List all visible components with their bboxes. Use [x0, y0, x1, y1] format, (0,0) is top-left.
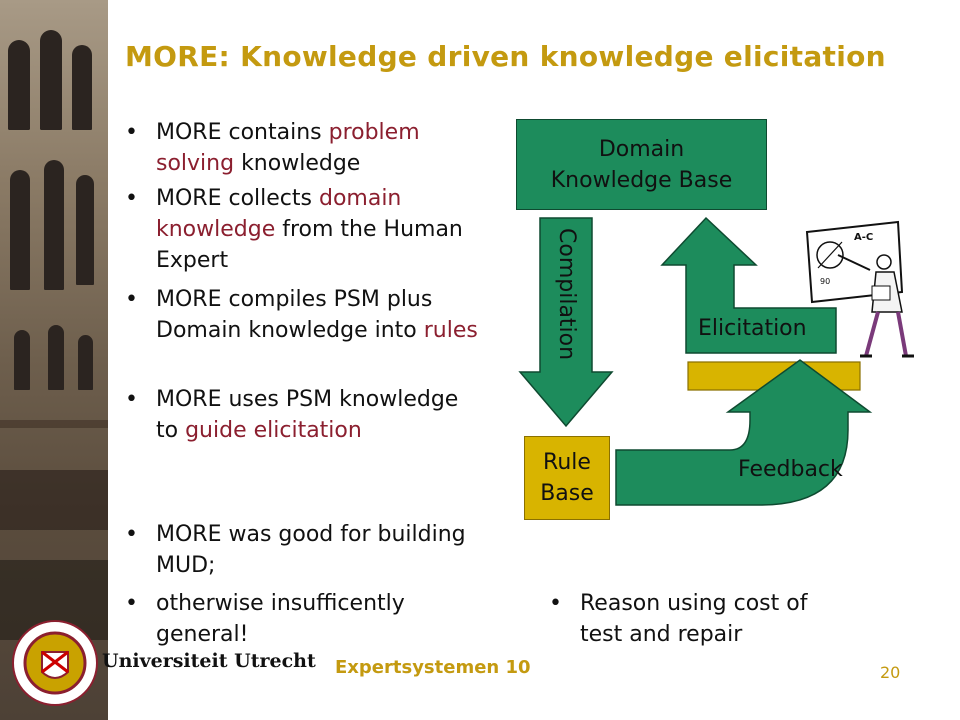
presenter-illustration	[805, 220, 914, 358]
bullet-3: •MORE compiles PSM plus Domain knowledge…	[125, 284, 485, 346]
tower-photo	[0, 0, 108, 720]
plain-text: MORE compiles PSM plus Domain knowledge …	[156, 287, 433, 343]
university-seal-logo	[12, 620, 98, 706]
slide-title: MORE: Knowledge driven knowledge elicita…	[125, 40, 886, 73]
highlight-text: problem solving	[156, 120, 420, 176]
plain-text: MORE collects	[156, 186, 319, 211]
highlight-text: guide elicitation	[185, 418, 362, 443]
feedback-label: Feedback	[738, 457, 843, 482]
bullet-5: •MORE was good for building MUD;	[125, 519, 485, 581]
bullet-2: •MORE collects domain knowledge from the…	[125, 183, 485, 276]
plain-text: MORE uses PSM knowledge to	[156, 387, 459, 443]
rule-base-box: Rule Base	[524, 436, 610, 520]
compilation-arrow	[518, 217, 614, 428]
bullet-1: •MORE contains problem solving knowledge	[125, 117, 485, 179]
bullet-text: MORE compiles PSM plus Domain knowledge …	[156, 284, 485, 346]
page-number: 20	[880, 663, 901, 682]
feedback-arrow	[615, 359, 873, 506]
bullet-text: MORE was good for building MUD;	[156, 519, 485, 581]
plain-text: knowledge	[234, 151, 361, 176]
plain-text: from the Human Expert	[156, 217, 463, 273]
elicitation-label: Elicitation	[698, 316, 807, 341]
bullet-text: MORE collects domain knowledge from the …	[156, 183, 485, 276]
rule-base-label: Rule Base	[540, 450, 594, 506]
domain-knowledge-base-label: Domain Knowledge Base	[550, 136, 733, 193]
bullet-6: •otherwise insufficently general!	[125, 588, 485, 650]
bullet-text: otherwise insufficently general!	[156, 588, 485, 650]
highlight-text: domain knowledge	[156, 186, 402, 242]
right-bullet-text: Reason using cost of test and repair	[580, 591, 808, 647]
bullet-4: •MORE uses PSM knowledge to guide elicit…	[125, 384, 485, 446]
university-name: Universiteit Utrecht	[102, 650, 316, 672]
compilation-label: Compilation	[554, 228, 579, 361]
presenter-board-number: 90	[820, 277, 831, 286]
bullet-text: MORE uses PSM knowledge to guide elicita…	[156, 384, 485, 446]
plain-text: MORE contains	[156, 120, 329, 145]
plain-text: otherwise insufficently general!	[156, 591, 405, 647]
right-bullet: •Reason using cost of test and repair	[549, 588, 839, 650]
elicitation-arrow	[660, 216, 837, 354]
plain-text: MORE was good for building MUD;	[156, 522, 466, 578]
highlight-text: rules	[423, 318, 478, 343]
footer-text: Expertsystemen 10	[335, 657, 531, 678]
domain-knowledge-base-box: Domain Knowledge Base	[516, 119, 767, 210]
bullet-text: MORE contains problem solving knowledge	[156, 117, 485, 179]
presenter-board-label: A-C	[854, 232, 874, 243]
